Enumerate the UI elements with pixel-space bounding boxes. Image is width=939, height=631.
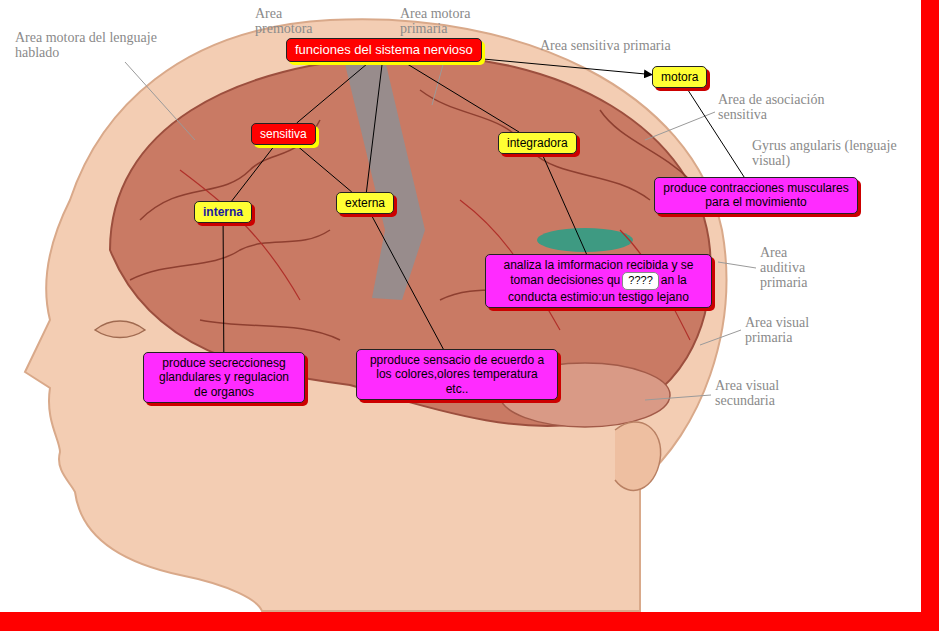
head-outline <box>25 19 726 611</box>
node-text: externa <box>345 196 385 210</box>
node-text: pproduce sensacio de ecuerdo a los color… <box>370 353 544 396</box>
category-box: sensitiva <box>251 123 316 145</box>
node-text: sensitiva <box>260 127 307 141</box>
node-text: ???? <box>628 274 652 286</box>
area-label: Area auditiva primaria <box>760 245 830 290</box>
connector-line <box>371 214 443 349</box>
node-text: funciones del sistema nervioso <box>295 42 473 57</box>
description-box: produce secreccionesg glandulares y regu… <box>143 352 305 403</box>
area-label: Area visual primaria <box>745 315 815 345</box>
leader-lines <box>125 39 756 400</box>
description-box: pproduce sensacio de ecuerdo a los color… <box>356 349 558 400</box>
eye <box>95 321 145 338</box>
area-label: Area sensitiva primaria <box>540 38 671 53</box>
leader-line <box>125 62 195 140</box>
node-text: motora <box>661 70 698 84</box>
area-label: Area de asociación sensitiva <box>718 92 868 122</box>
area-label: Gyrus angularis (lenguaje visual) <box>752 138 912 168</box>
category-box: motora <box>652 66 707 88</box>
node-text: produce contracciones musculares para el… <box>663 181 848 209</box>
category-box: funciones del sistema nervioso <box>286 38 482 62</box>
category-box: integradora <box>498 132 577 154</box>
description-box: produce contracciones musculares para el… <box>654 177 858 214</box>
connector-line <box>366 62 382 192</box>
node-text: interna <box>203 205 243 219</box>
ear <box>615 422 661 490</box>
gyrus-line <box>420 90 650 200</box>
category-box: interna <box>194 201 252 223</box>
brain-gyri <box>130 90 690 340</box>
frame-bar <box>921 0 939 631</box>
area-label: Area visual secundaria <box>715 378 800 408</box>
question-box: ???? <box>622 272 658 289</box>
motor-strip <box>345 60 425 300</box>
area-label: Area motora del lenguaje hablado <box>15 30 165 60</box>
auditory-area <box>537 228 633 252</box>
connector-line <box>297 145 352 192</box>
frame-bar <box>0 612 939 631</box>
connector-line <box>297 62 370 123</box>
node-text: integradora <box>507 136 568 150</box>
connector-line <box>232 145 275 201</box>
gyrus-line <box>130 230 330 280</box>
area-label: Area motora primaria <box>400 6 510 36</box>
leader-line <box>645 395 711 400</box>
gyrus-line <box>140 120 320 220</box>
leader-line <box>718 262 756 268</box>
description-box: analiza la imformacion recibida y se tom… <box>485 254 712 308</box>
connector-line <box>223 223 225 352</box>
connector-line <box>482 59 652 75</box>
gyrus-line <box>600 110 690 180</box>
category-box: externa <box>336 192 394 214</box>
leader-line <box>700 330 741 345</box>
node-text: produce secreccionesg glandulares y regu… <box>159 356 289 399</box>
gyrus-line <box>200 320 340 340</box>
connector-line <box>403 62 519 132</box>
connector-line <box>542 154 586 254</box>
area-label: Area premotora <box>255 6 335 36</box>
